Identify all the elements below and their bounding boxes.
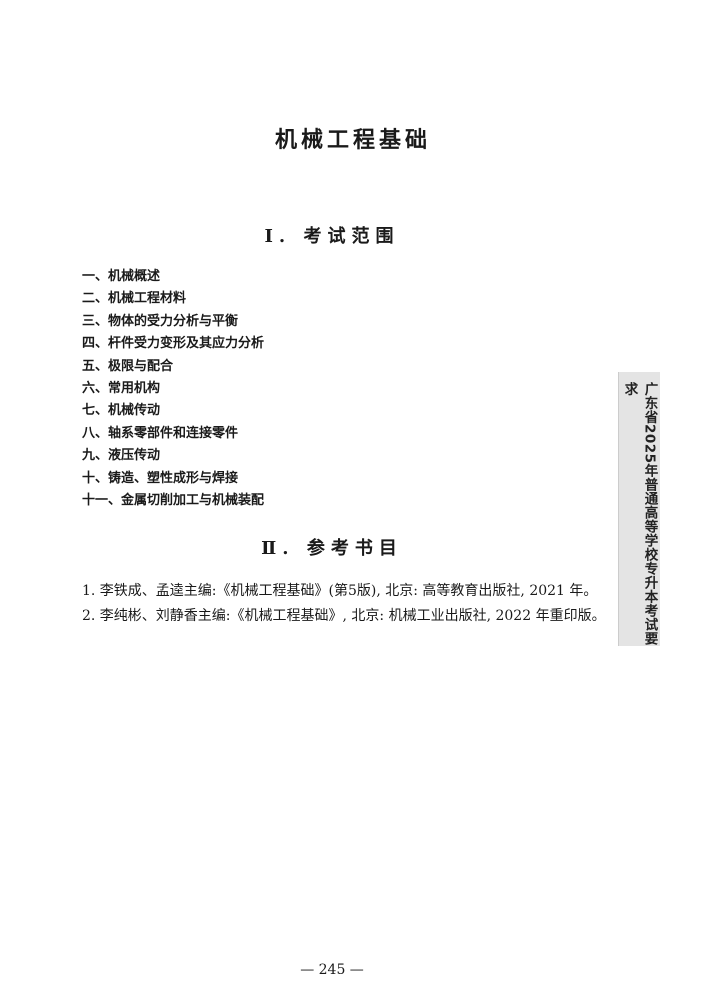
- exam-scope-list: 一、机械概述 二、机械工程材料 三、物体的受力分析与平衡 四、杆件受力变形及其应…: [82, 266, 264, 512]
- section-heading-scope: Ⅰ. 考试范围: [264, 226, 400, 247]
- list-item: 十、铸造、塑性成形与焊接: [82, 470, 239, 486]
- list-item: 六、常用机构: [82, 380, 161, 396]
- list-item: 三、物体的受力分析与平衡: [82, 313, 239, 329]
- list-item: 八、轴系零部件和连接零件: [82, 425, 239, 441]
- section-heading-references: Ⅱ. 参考书目: [261, 538, 403, 559]
- page-number: — 245 —: [300, 962, 364, 978]
- list-item: 二、机械工程材料: [82, 291, 187, 307]
- list-item: 九、液压传动: [82, 448, 161, 464]
- document-title: 机械工程基础: [274, 128, 431, 153]
- list-item: 五、极限与配合: [82, 358, 174, 374]
- list-item: 四、杆件受力变形及其应力分析: [82, 336, 265, 352]
- reference-list: 1. 李铁成、孟逵主编:《机械工程基础》(第5版), 北京: 高等教育出版社, …: [82, 579, 606, 629]
- side-tab-label: 广东省2025年普通高等学校专升本考试要求: [621, 382, 658, 646]
- side-tab: 广东省2025年普通高等学校专升本考试要求: [618, 372, 660, 646]
- list-item: 十一、金属切削加工与机械装配: [82, 492, 265, 508]
- list-item: 七、机械传动: [82, 403, 161, 419]
- reference-item: 1. 李铁成、孟逵主编:《机械工程基础》(第5版), 北京: 高等教育出版社, …: [82, 583, 598, 599]
- list-item: 一、机械概述: [82, 269, 161, 284]
- reference-item: 2. 李纯彬、刘静香主编:《机械工程基础》, 北京: 机械工业出版社, 2022…: [82, 608, 606, 624]
